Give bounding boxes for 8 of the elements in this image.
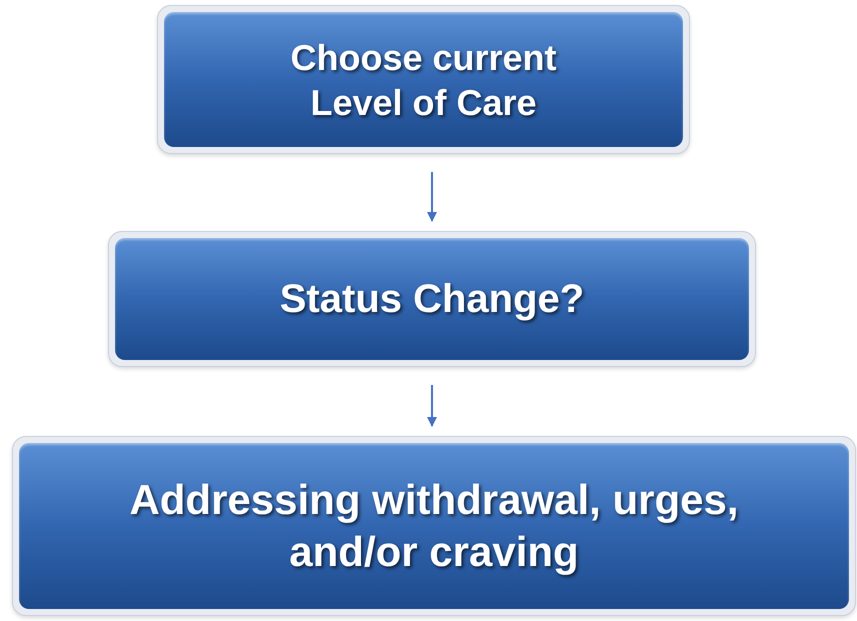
box-label: Addressing withdrawal, urges, and/or craving <box>128 474 740 577</box>
process-box <box>157 5 690 154</box>
box-label: Choose current Level of Care <box>289 36 558 124</box>
arrow <box>427 385 437 427</box>
arrow <box>427 172 437 222</box>
box-label: Status Change? <box>280 276 584 323</box>
process-box <box>12 436 856 616</box>
process-box <box>108 231 756 367</box>
